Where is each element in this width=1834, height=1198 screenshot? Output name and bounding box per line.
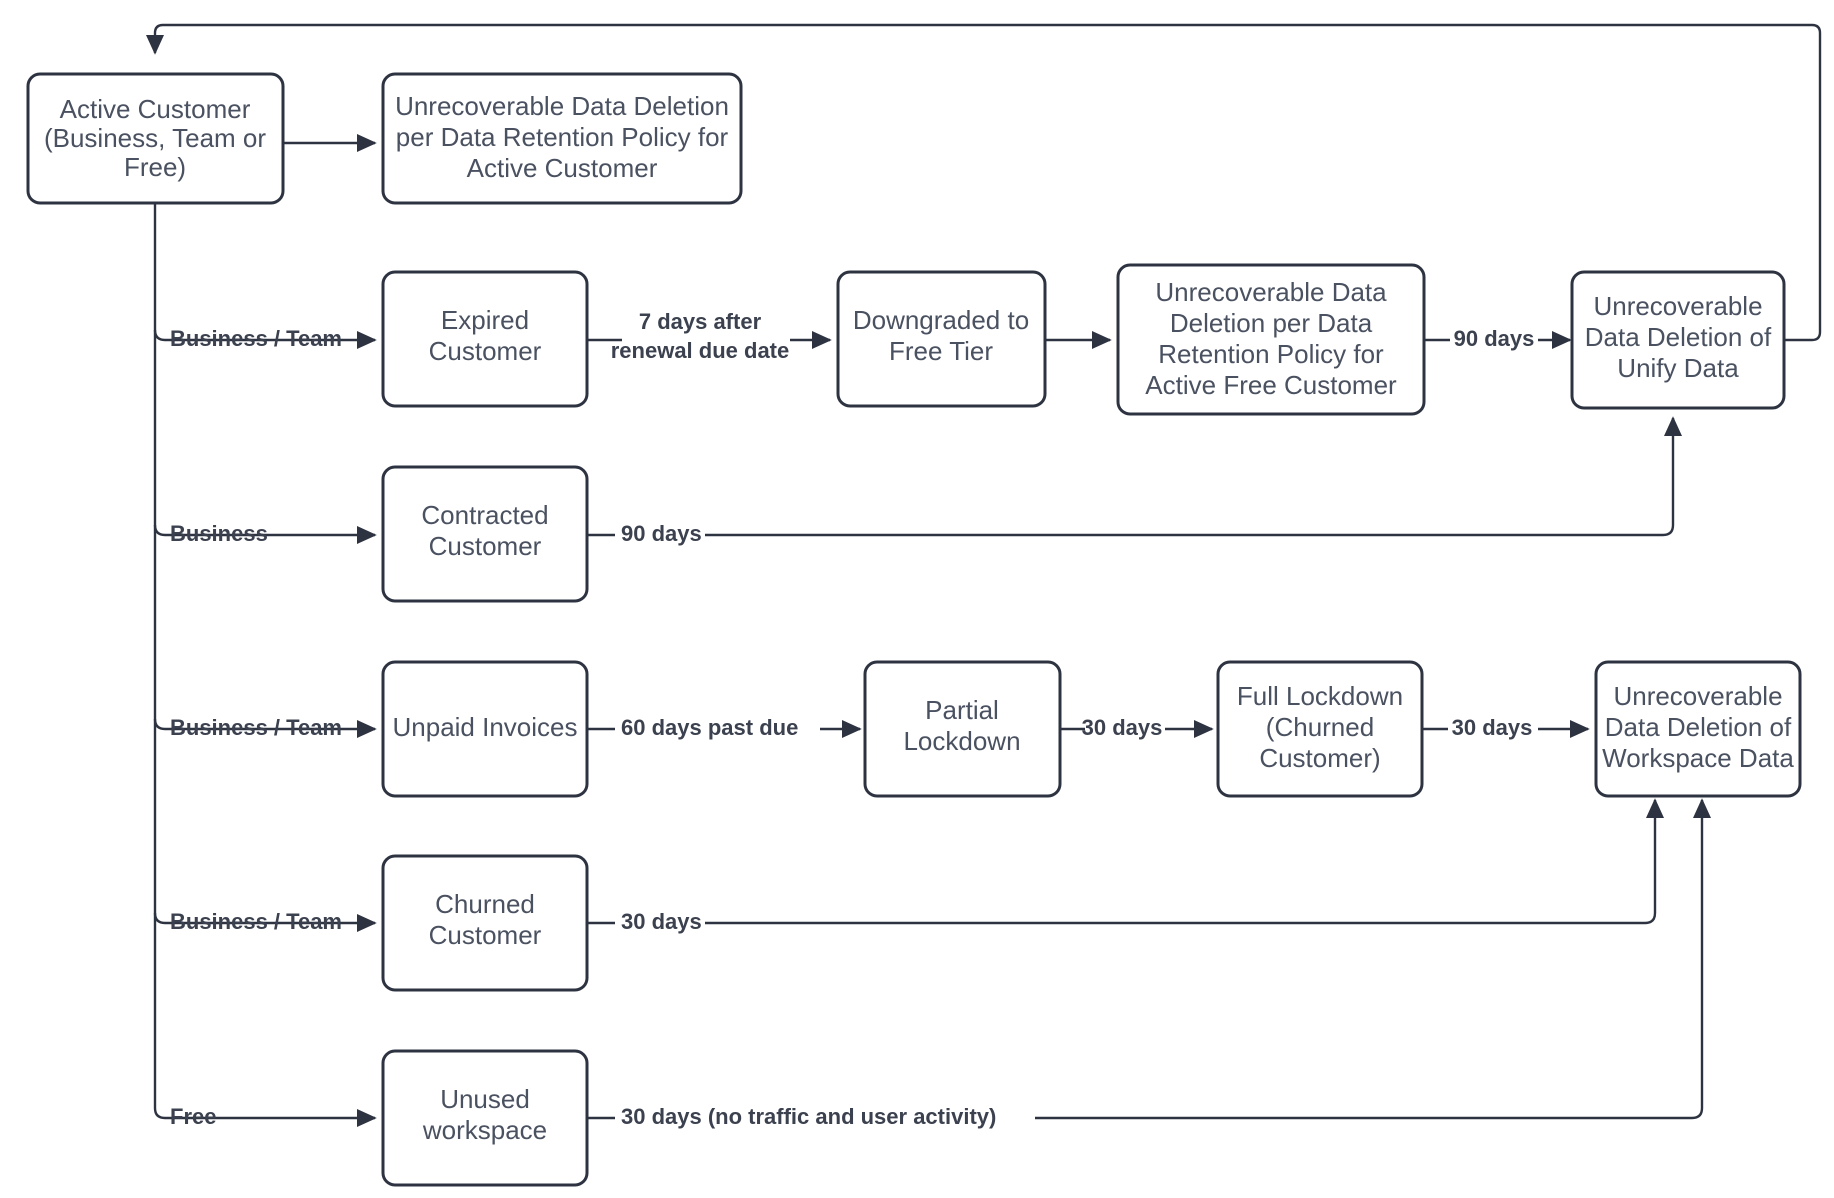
node-downgraded-free-tier-line-1: Downgraded to <box>853 305 1029 335</box>
edge-active-customer-spine <box>153 203 175 1120</box>
node-churned-customer-box[interactable] <box>381 854 589 992</box>
edge-branch-unpaid-invoices <box>153 718 377 738</box>
node-downgraded-free-tier-box[interactable] <box>836 270 1047 408</box>
edge-label-churned-to-deletion: 30 days <box>621 909 702 934</box>
edge-label-unpaid-to-partial: 60 days past due <box>621 715 798 740</box>
node-deletion-active-free-customer[interactable]: Unrecoverable Data Deletion per Data Ret… <box>1116 263 1426 416</box>
edge-label-contracted-to-unify: 90 days <box>621 521 702 546</box>
node-deletion-active-free-customer-line-1: Unrecoverable Data <box>1155 277 1387 307</box>
node-deletion-workspace-data-line-2: Data Deletion of <box>1605 712 1792 742</box>
node-expired-customer-box[interactable] <box>381 270 589 408</box>
node-unused-workspace[interactable]: Unused workspace <box>381 1049 589 1187</box>
node-expired-customer[interactable]: Expired Customer <box>381 270 589 408</box>
node-contracted-customer[interactable]: Contracted Customer <box>381 465 589 603</box>
node-contracted-customer-box[interactable] <box>381 465 589 603</box>
node-partial-lockdown-line-2: Lockdown <box>903 726 1020 756</box>
edge-unused-to-workspace <box>1035 798 1711 1120</box>
node-deletion-workspace-data[interactable]: Unrecoverable Data Deletion of Workspace… <box>1594 660 1802 798</box>
node-full-lockdown-line-3: Customer) <box>1259 743 1380 773</box>
edge-branch-expired-customer <box>153 329 377 349</box>
node-churned-customer-line-2: Customer <box>429 920 542 950</box>
node-deletion-unify-data-line-2: Data Deletion of <box>1585 322 1772 352</box>
node-full-lockdown[interactable]: Full Lockdown (Churned Customer) <box>1216 660 1424 798</box>
node-deletion-unify-data[interactable]: Unrecoverable Data Deletion of Unify Dat… <box>1570 270 1786 410</box>
node-full-lockdown-line-2: (Churned <box>1266 712 1374 742</box>
node-partial-lockdown[interactable]: Partial Lockdown <box>863 660 1062 798</box>
node-deletion-active-free-customer-line-3: Retention Policy for <box>1158 339 1384 369</box>
node-deletion-workspace-data-line-1: Unrecoverable <box>1613 681 1782 711</box>
node-deletion-active-customer-box[interactable] <box>381 72 743 205</box>
node-unpaid-invoices[interactable]: Unpaid Invoices <box>381 660 589 798</box>
node-active-customer-line-1: Active Customer <box>60 94 251 124</box>
node-full-lockdown-box[interactable] <box>1216 660 1424 798</box>
edge-label-partial-to-full: 30 days <box>1082 715 1163 740</box>
node-deletion-active-customer-line-1: Unrecoverable Data Deletion <box>395 91 729 121</box>
edge-label-free-deletion-to-unify: 90 days <box>1454 326 1535 351</box>
node-deletion-unify-data-box[interactable] <box>1570 270 1786 410</box>
edge-unify-data-to-active-customer <box>146 23 1822 342</box>
node-active-customer-line-2: (Business, Team or <box>44 123 266 153</box>
node-expired-customer-line-2: Customer <box>429 336 542 366</box>
node-unpaid-invoices-line-1: Unpaid Invoices <box>393 712 578 742</box>
node-churned-customer[interactable]: Churned Customer <box>381 854 589 992</box>
node-active-customer[interactable]: Active Customer (Business, Team or Free) <box>26 72 285 205</box>
node-deletion-active-customer-line-2: per Data Retention Policy for <box>396 122 729 152</box>
node-unused-workspace-box[interactable] <box>381 1049 589 1187</box>
edge-label-unused-to-deletion: 30 days (no traffic and user activity) <box>621 1104 996 1129</box>
edge-label-business-team-expired: Business / Team <box>170 326 342 351</box>
edge-label-expired-to-downgraded-line2: renewal due date <box>611 338 790 363</box>
node-deletion-unify-data-line-1: Unrecoverable <box>1593 291 1762 321</box>
node-unused-workspace-line-2: workspace <box>422 1115 547 1145</box>
node-expired-customer-line-1: Expired <box>441 305 529 335</box>
node-partial-lockdown-box[interactable] <box>863 660 1062 798</box>
node-unpaid-invoices-box[interactable] <box>381 660 589 798</box>
edge-label-business-team-unpaid: Business / Team <box>170 715 342 740</box>
node-unused-workspace-line-1: Unused <box>440 1084 530 1114</box>
node-contracted-customer-line-1: Contracted <box>421 500 548 530</box>
node-deletion-unify-data-line-3: Unify Data <box>1617 353 1739 383</box>
edge-label-full-to-deletion: 30 days <box>1452 715 1533 740</box>
node-active-customer-box[interactable] <box>26 72 285 205</box>
node-partial-lockdown-line-1: Partial <box>925 695 999 725</box>
edge-churned-to-workspace <box>705 798 1664 925</box>
node-full-lockdown-line-1: Full Lockdown <box>1237 681 1403 711</box>
node-deletion-active-free-customer-box[interactable] <box>1116 263 1426 416</box>
node-deletion-active-customer[interactable]: Unrecoverable Data Deletion per Data Ret… <box>381 72 743 205</box>
node-deletion-active-free-customer-line-2: Deletion per Data <box>1170 308 1373 338</box>
node-deletion-active-free-customer-line-4: Active Free Customer <box>1145 370 1397 400</box>
node-churned-customer-line-1: Churned <box>435 889 535 919</box>
edge-label-business-contracted: Business <box>170 521 268 546</box>
edge-branch-contracted-customer <box>153 524 377 544</box>
node-active-customer-line-3: Free) <box>124 152 186 182</box>
edge-label-free-unused: Free <box>170 1104 216 1129</box>
node-deletion-active-customer-line-3: Active Customer <box>467 153 658 183</box>
node-contracted-customer-line-2: Customer <box>429 531 542 561</box>
node-deletion-workspace-data-box[interactable] <box>1594 660 1802 798</box>
node-downgraded-free-tier-line-2: Free Tier <box>889 336 993 366</box>
node-downgraded-free-tier[interactable]: Downgraded to Free Tier <box>836 270 1047 408</box>
edge-branch-churned-customer <box>153 912 377 932</box>
node-deletion-workspace-data-line-3: Workspace Data <box>1602 743 1794 773</box>
edge-contracted-to-unify <box>705 416 1682 537</box>
edge-label-expired-to-downgraded-line1: 7 days after <box>639 309 762 334</box>
edge-label-business-team-churned: Business / Team <box>170 909 342 934</box>
